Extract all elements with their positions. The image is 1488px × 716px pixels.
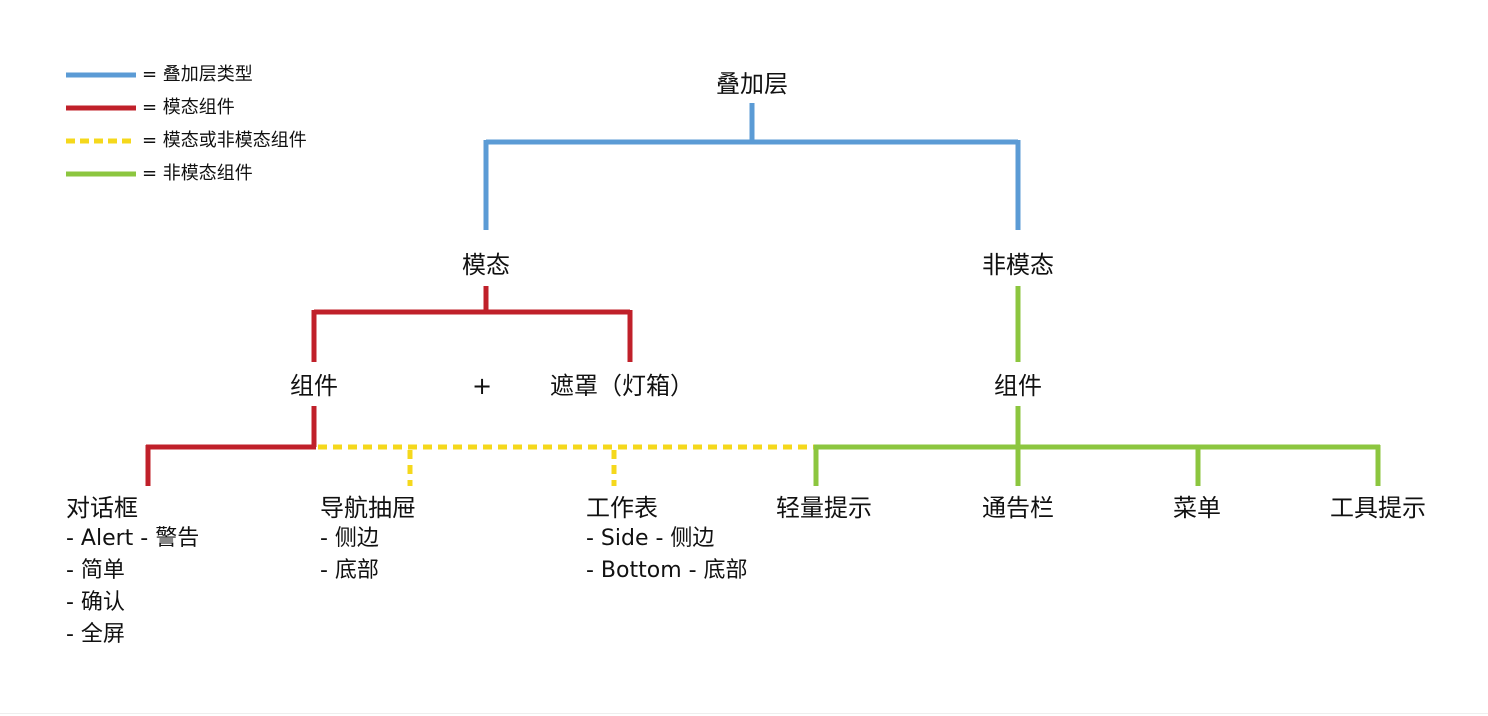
legend-label-overlay-type: = 叠加层类型 — [142, 64, 253, 85]
nav-drawer-item: - 侧边 — [320, 526, 379, 551]
node-overlay: 叠加层 — [716, 70, 788, 98]
connector-nonmodal — [813, 286, 1381, 486]
sheet-item: - Side - 侧边 — [586, 526, 715, 551]
nav-drawer-item: - 底部 — [320, 558, 379, 583]
leaf-nav-drawer: 导航抽屉 — [320, 494, 416, 522]
dialog-item: - 简单 — [66, 558, 125, 583]
leaf-dialog: 对话框 — [66, 494, 138, 522]
connector-modal — [311, 286, 633, 362]
legend-label-modal: = 模态组件 — [142, 97, 235, 118]
dialog-item: - Alert - 警告 — [66, 526, 200, 551]
legend-label-modal-or-nonmodal: = 模态或非模态组件 — [142, 130, 307, 151]
node-scrim: 遮罩（灯箱） — [550, 372, 694, 400]
leaf-sheet: 工作表 — [586, 494, 658, 522]
node-nonmodal-components: 组件 — [994, 372, 1042, 400]
leaf-banner: 通告栏 — [982, 494, 1054, 522]
dialog-item: - 确认 — [66, 590, 125, 615]
bottom-divider — [0, 713, 1488, 714]
connector-modal-components — [145, 406, 317, 486]
connector-modal-or-nonmodal — [318, 444, 816, 486]
plus-sign: + — [471, 372, 493, 400]
sheet-item: - Bottom - 底部 — [586, 558, 748, 583]
node-modal: 模态 — [462, 251, 510, 279]
node-nonmodal: 非模态 — [982, 251, 1054, 279]
connector-overlay-to-types — [483, 103, 1021, 230]
leaf-menu: 菜单 — [1173, 494, 1221, 522]
dialog-item: - 全屏 — [66, 622, 125, 647]
legend-label-nonmodal: = 非模态组件 — [142, 163, 253, 184]
node-modal-components: 组件 — [290, 372, 338, 400]
leaf-tooltip: 工具提示 — [1330, 494, 1426, 522]
leaf-snackbar: 轻量提示 — [776, 494, 872, 522]
